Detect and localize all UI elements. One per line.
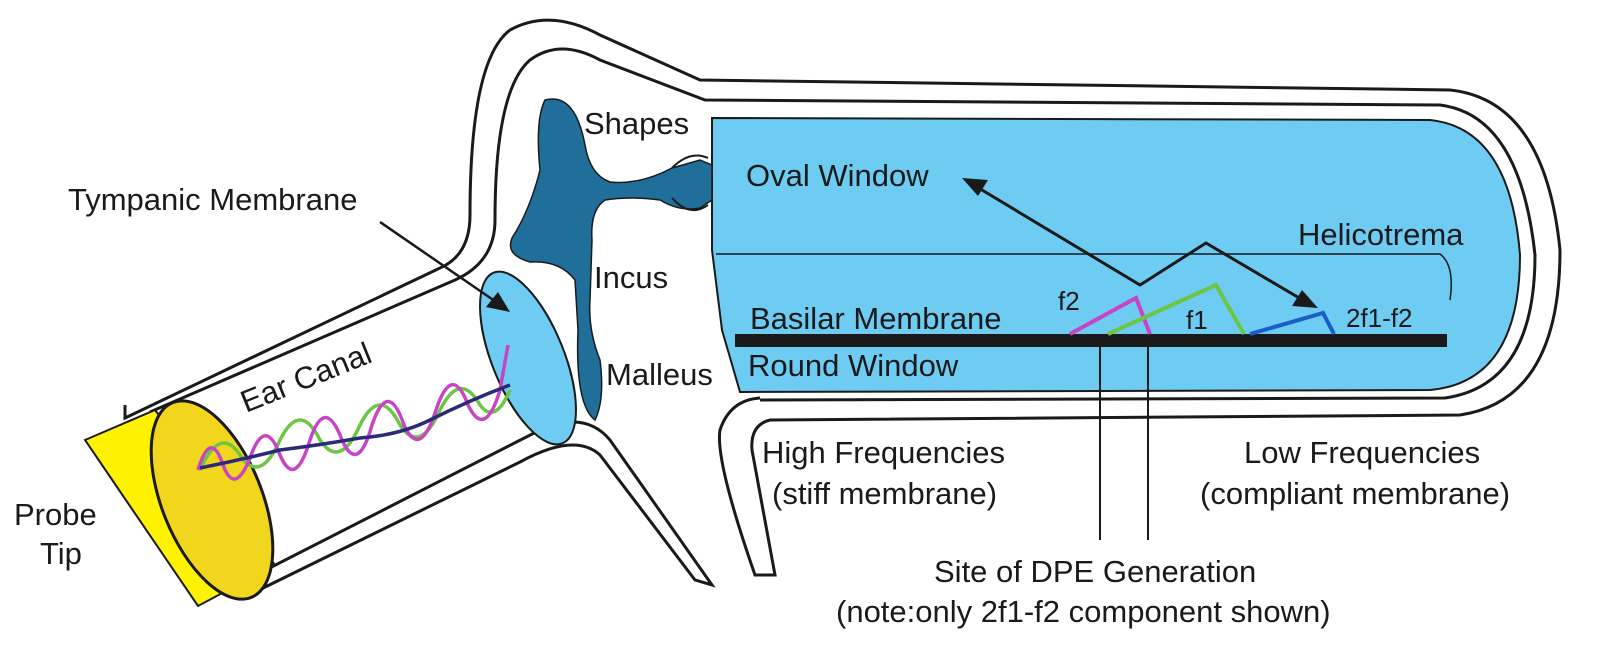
label-round-window: Round Window (748, 348, 959, 383)
label-dpe-site-note: (note:only 2f1-f2 component shown) (836, 594, 1331, 629)
label-low-frequencies-note: (compliant membrane) (1200, 476, 1510, 511)
label-malleus: Malleus (606, 357, 713, 392)
label-ear-canal: Ear Canal (236, 335, 377, 419)
label-2f1-f2: 2f1-f2 (1346, 303, 1413, 333)
label-high-frequencies-note: (stiff membrane) (772, 476, 997, 511)
label-basilar-membrane: Basilar Membrane (750, 301, 1002, 336)
label-high-frequencies: High Frequencies (762, 435, 1005, 470)
label-f1: f1 (1186, 305, 1208, 335)
canal-lower-wall (250, 422, 712, 592)
label-dpe-site: Site of DPE Generation (934, 554, 1256, 589)
label-tympanic-membrane: Tympanic Membrane (68, 182, 357, 217)
label-helicotrema: Helicotrema (1298, 217, 1464, 252)
label-incus: Incus (594, 260, 668, 295)
label-f2: f2 (1058, 286, 1080, 316)
label-shapes: Shapes (584, 106, 689, 141)
label-tip: Tip (40, 536, 82, 571)
label-oval-window: Oval Window (746, 158, 929, 193)
tympanic-arrow-line (380, 222, 502, 306)
label-probe: Probe (14, 497, 97, 532)
label-low-frequencies: Low Frequencies (1244, 435, 1480, 470)
